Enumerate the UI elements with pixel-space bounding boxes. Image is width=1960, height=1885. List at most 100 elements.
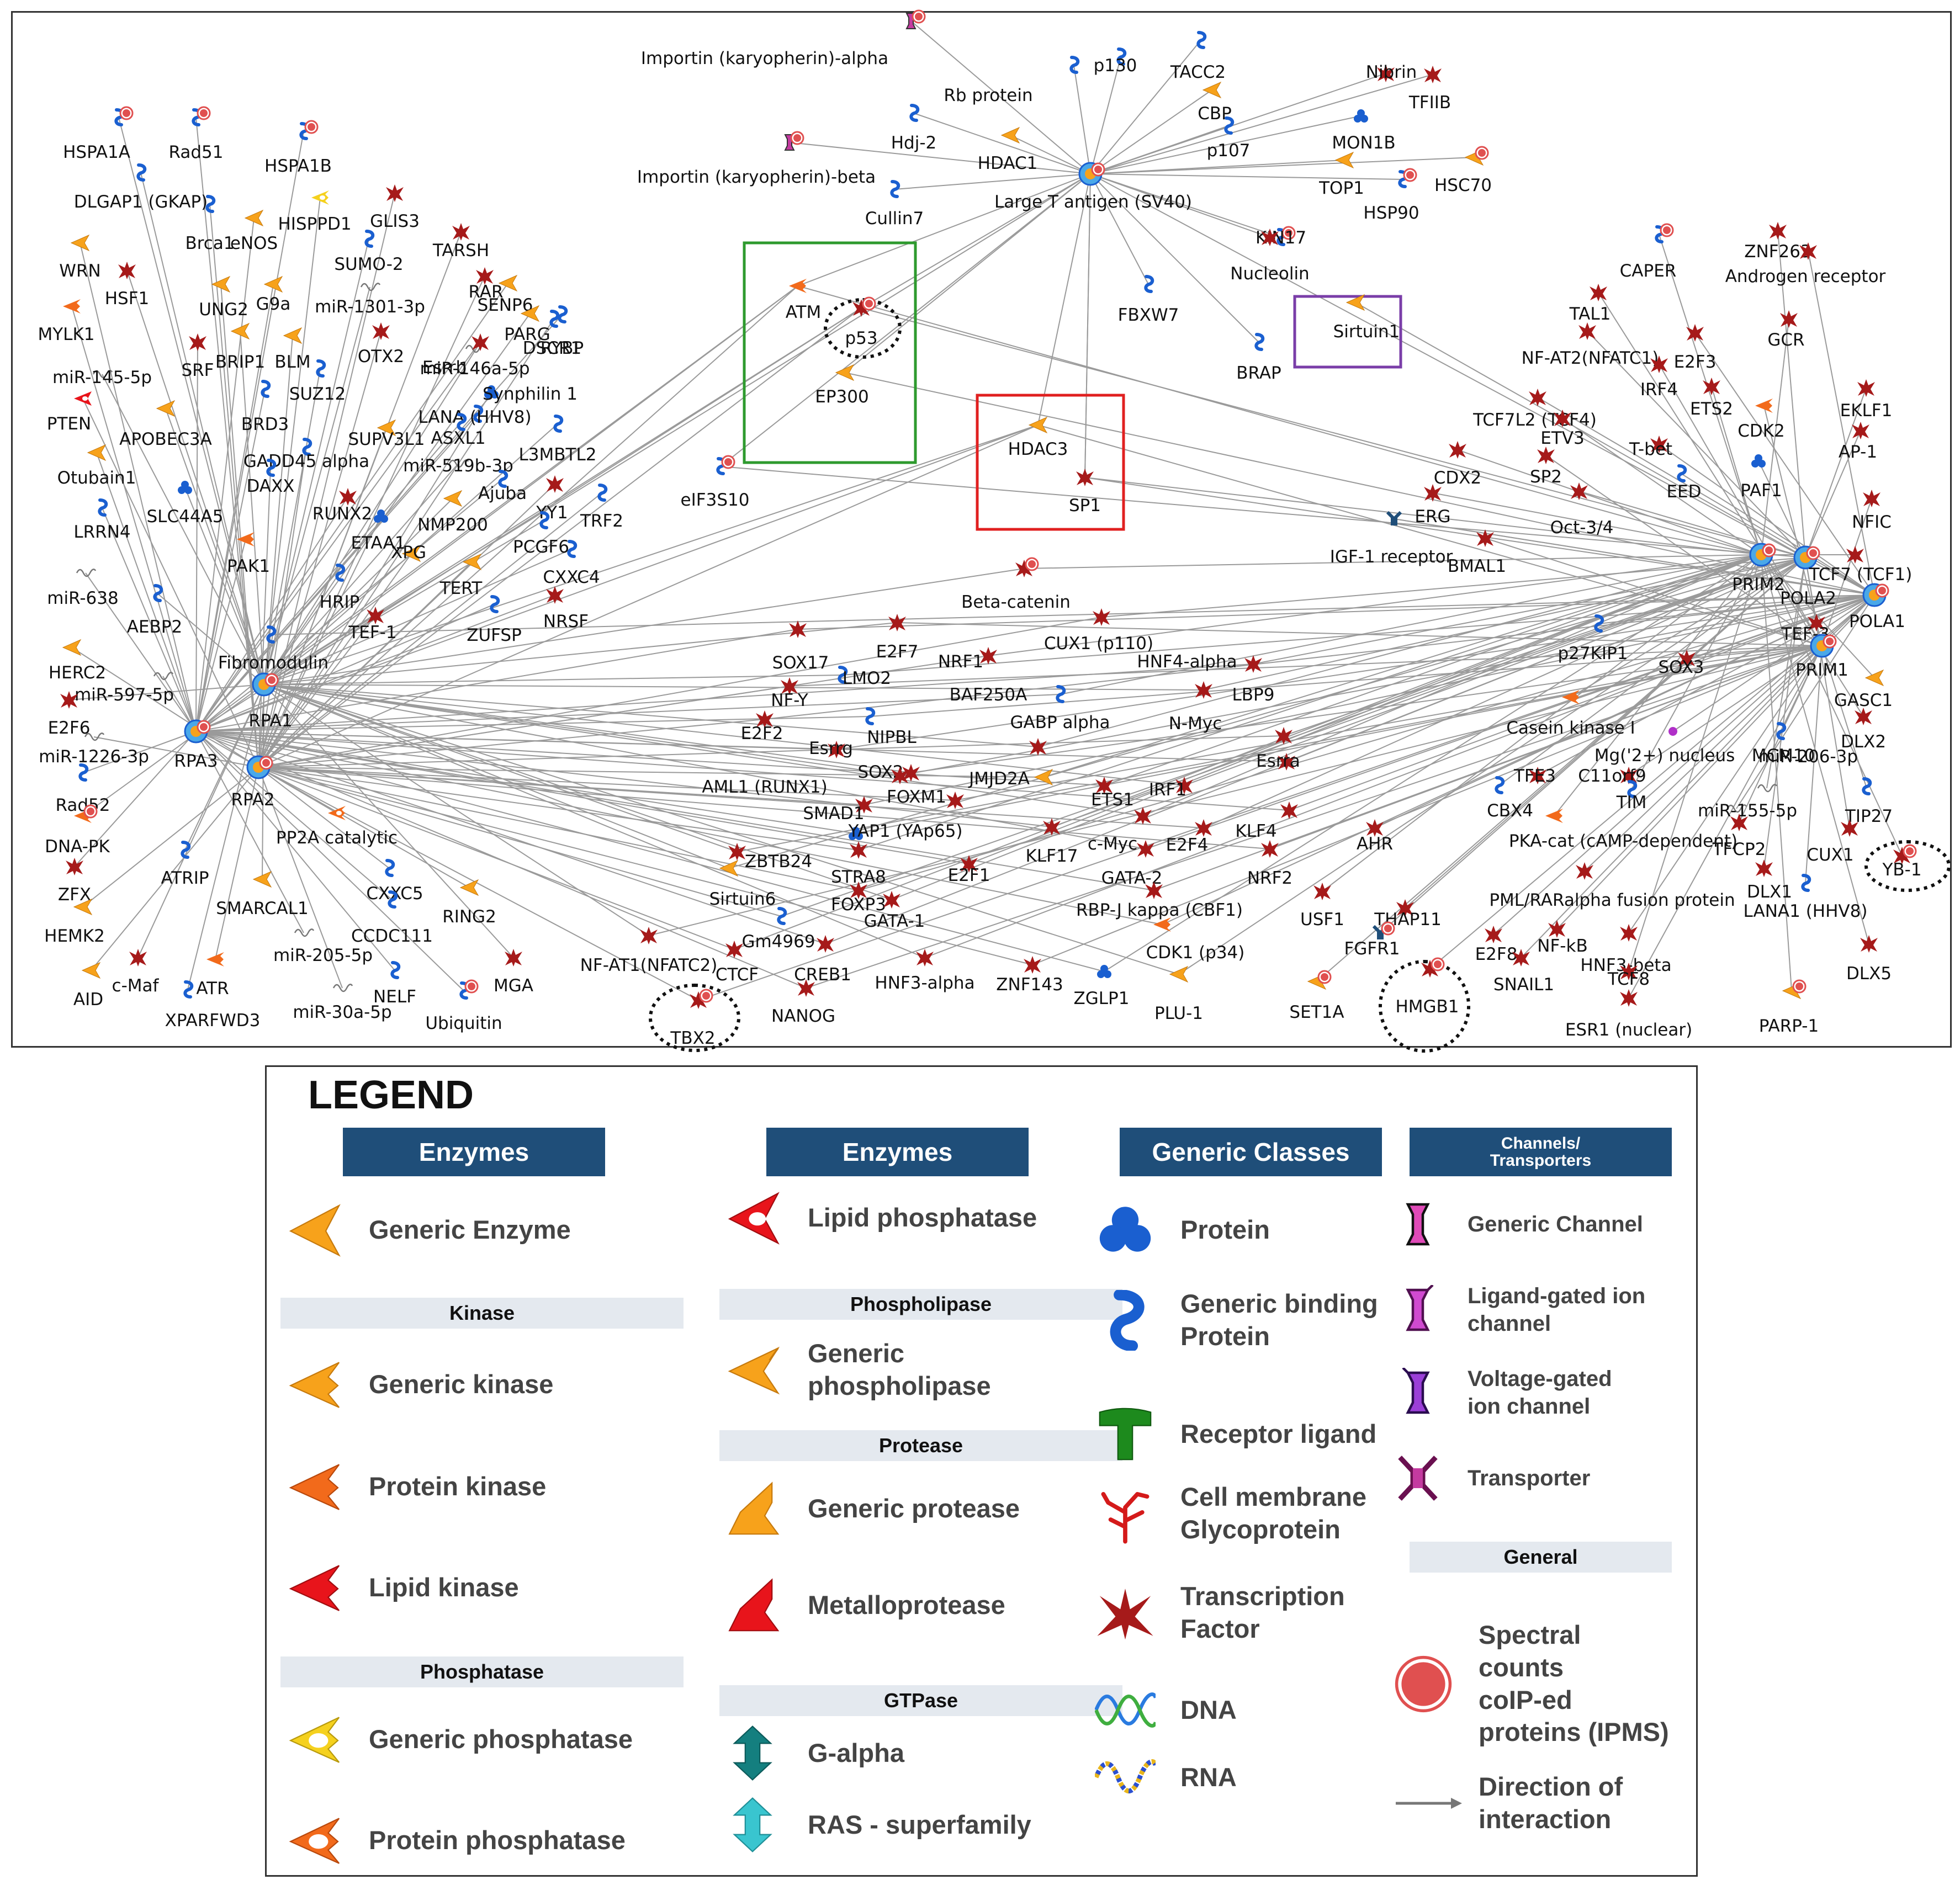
node-hdj2[interactable]: Hdj-2 <box>891 104 937 153</box>
node-aebp2[interactable]: AEBP2 <box>127 584 182 637</box>
node-cxxc4[interactable]: CXXC4 <box>543 540 600 587</box>
node-mon1b[interactable]: MON1B <box>1332 109 1396 153</box>
node-hmgb1[interactable]: HMGB1 <box>1395 957 1459 1017</box>
node-smarcal1[interactable]: SMARCAL1 <box>216 870 309 918</box>
node-rpa2[interactable]: RPA2 <box>231 755 275 810</box>
node-herc2[interactable]: HERC2 <box>49 639 106 683</box>
node-mir597[interactable]: miR-597-5p <box>75 672 174 705</box>
node-betacat[interactable]: Beta-catenin <box>961 557 1071 612</box>
node-mir638[interactable]: miR-638 <box>47 569 119 608</box>
node-atm[interactable]: ATM <box>786 279 821 322</box>
node-hisppd1[interactable]: HISPPD1 <box>278 190 352 234</box>
node-xparfwd3[interactable]: XPARFWD3 <box>165 980 261 1031</box>
node-fbxw7[interactable]: FBXW7 <box>1118 275 1179 325</box>
node-ap1[interactable]: AP-1 <box>1839 422 1877 462</box>
node-slc44a5[interactable]: SLC44A5 <box>147 481 224 527</box>
node-stra8[interactable]: STRA8 <box>831 841 886 887</box>
node-nfkb[interactable]: NF-kB <box>1537 920 1588 956</box>
node-mir30a[interactable]: miR-30a-5p <box>293 984 392 1022</box>
node-mir205[interactable]: miR-205-5p <box>273 928 373 965</box>
node-aml1[interactable]: AML1 (RUNX1) <box>702 767 909 797</box>
node-asxl1[interactable]: ASXL1 <box>431 413 486 448</box>
node-pp2a[interactable]: PP2A catalytic <box>276 806 398 848</box>
node-oct34[interactable]: Oct-3/4 <box>1550 482 1614 538</box>
node-snail1[interactable]: SNAIL1 <box>1493 949 1554 995</box>
node-sirtuin6[interactable]: Sirtuin6 <box>709 859 776 909</box>
node-cdk2[interactable]: CDK2 <box>1737 399 1785 441</box>
node-tbx2[interactable]: TBX2 <box>670 989 716 1048</box>
node-cux1p110[interactable]: CUX1 (p110) <box>1044 608 1153 654</box>
node-hnf3a[interactable]: HNF3-alpha <box>875 949 975 993</box>
node-srf[interactable]: SRF <box>181 333 214 380</box>
node-hspa1a[interactable]: HSPA1A <box>63 106 134 162</box>
node-e2f1[interactable]: E2F1 <box>948 855 990 885</box>
node-nmyc[interactable]: N-Myc <box>1169 714 1292 745</box>
node-hsf1[interactable]: HSF1 <box>105 262 150 309</box>
node-thap11[interactable]: THAP11 <box>1374 899 1442 930</box>
node-sumo2[interactable]: SUMO-2 <box>334 230 404 274</box>
node-brd3[interactable]: BRD3 <box>241 380 289 434</box>
node-atr[interactable]: ATR <box>196 952 229 999</box>
node-hemk2[interactable]: HEMK2 <box>44 898 105 946</box>
node-nibrin[interactable]: Nibrin <box>1366 62 1417 82</box>
node-lbp9[interactable]: LBP9 <box>1195 681 1274 705</box>
node-irf4[interactable]: IRF4 <box>1640 355 1678 400</box>
node-tfiib[interactable]: TFIIB <box>1408 66 1451 113</box>
node-tacc2[interactable]: TACC2 <box>1170 31 1226 82</box>
node-brap[interactable]: BRAP <box>1236 333 1281 383</box>
node-tarsh[interactable]: TARSH <box>432 223 489 261</box>
node-importinb[interactable]: Importin (karyopherin)-beta <box>637 131 876 187</box>
node-lta[interactable]: Large T antigen (SV40) <box>994 162 1192 212</box>
node-nanog[interactable]: NANOG <box>771 979 835 1026</box>
node-enos[interactable]: eNOS <box>230 209 278 253</box>
node-eklf1[interactable]: EKLF1 <box>1840 379 1893 421</box>
node-rybp[interactable]: RYBP <box>541 305 584 358</box>
node-zfx[interactable]: ZFX <box>58 858 91 905</box>
node-cmaf[interactable]: c-Maf <box>112 949 160 996</box>
node-wrn[interactable]: WRN <box>59 234 101 281</box>
node-usf1[interactable]: USF1 <box>1300 883 1344 930</box>
node-e2f7[interactable]: E2F7 <box>876 614 919 662</box>
node-erg[interactable]: ERG <box>1415 484 1451 527</box>
node-mir206[interactable]: miR-206-3p <box>1757 747 1858 793</box>
node-apobec3a[interactable]: APOBEC3A <box>119 400 212 449</box>
node-tfe3[interactable]: TFE3 <box>1513 766 1556 786</box>
node-pak1[interactable]: PAK1 <box>227 532 270 576</box>
node-bmal1[interactable]: BMAL1 <box>1448 529 1506 576</box>
node-igf1r[interactable]: IGF-1 receptor <box>1330 511 1453 567</box>
node-importina[interactable]: Importin (karyopherin)-alpha <box>641 9 926 68</box>
node-esrrb[interactable]: Esrrb <box>422 333 489 378</box>
node-pten[interactable]: PTEN <box>47 391 92 434</box>
node-creb1[interactable]: CREB1 <box>794 935 851 985</box>
node-p130[interactable]: p130 <box>1094 47 1137 76</box>
node-gasc1[interactable]: GASC1 <box>1834 669 1893 710</box>
node-mir155[interactable]: miR-155-5p <box>1698 801 1797 821</box>
node-gata1[interactable]: GATA-1 <box>864 891 925 931</box>
node-brip1[interactable]: BRIP1 <box>215 322 265 372</box>
node-ring2[interactable]: RING2 <box>442 879 496 927</box>
node-ctcf[interactable]: CTCF <box>716 941 759 985</box>
node-dlx1[interactable]: DLX1 <box>1747 859 1792 902</box>
node-lrrn4[interactable]: LRRN4 <box>73 498 131 542</box>
node-caper[interactable]: CAPER <box>1620 223 1677 281</box>
node-tbet[interactable]: T-bet <box>1629 436 1672 459</box>
node-hsc70[interactable]: HSC70 <box>1434 146 1492 195</box>
node-rpa1[interactable]: RPA1 <box>248 672 293 731</box>
node-p107[interactable]: p107 <box>1207 116 1251 161</box>
node-tcf7[interactable]: TCF7 (TCF1) <box>1809 546 1913 585</box>
node-yap1[interactable]: YAP1 (YAp65) <box>847 821 962 841</box>
node-gadd45[interactable]: GADD45 alpha <box>243 438 369 471</box>
node-sp2[interactable]: SP2 <box>1530 447 1562 487</box>
node-tal1[interactable]: TAL1 <box>1569 284 1611 324</box>
node-ar[interactable]: Androgen receptor <box>1725 242 1886 286</box>
node-sirtuin1[interactable]: Sirtuin1 <box>1333 294 1400 342</box>
node-lmo2[interactable]: LMO2 <box>838 666 891 688</box>
node-supv3l1[interactable]: SUPV3L1 <box>348 419 425 449</box>
node-foxp3[interactable]: FOXP3 <box>831 882 886 915</box>
node-nfat1[interactable]: NF-AT1(NFATC2) <box>580 927 718 975</box>
node-pola2[interactable]: POLA2 <box>1780 545 1836 608</box>
node-rpa3[interactable]: RPA3 <box>174 719 218 771</box>
node-ajuba[interactable]: Ajuba <box>478 470 527 503</box>
node-sox17[interactable]: SOX17 <box>772 620 829 673</box>
node-e2f8[interactable]: E2F8 <box>1475 926 1518 964</box>
